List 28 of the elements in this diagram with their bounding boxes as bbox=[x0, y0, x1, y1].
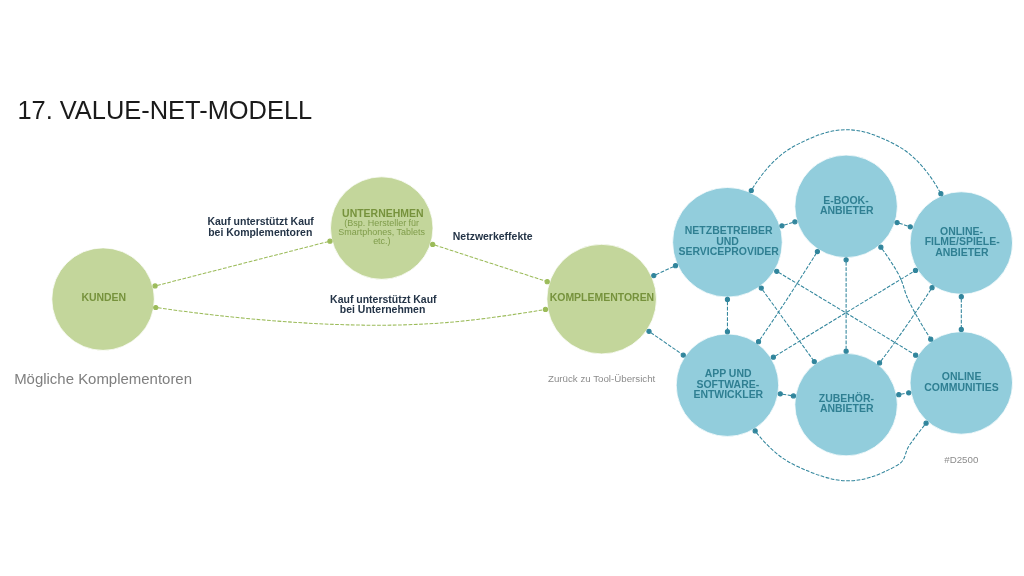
connector bbox=[646, 328, 686, 358]
connector bbox=[724, 296, 731, 334]
connector bbox=[152, 238, 333, 289]
connector bbox=[878, 244, 934, 342]
node-circle: ONLINE COMMUNITIES bbox=[909, 330, 1013, 435]
connector bbox=[876, 284, 935, 365]
edge-label: Kauf unterstützt Kauf bei Komplementoren bbox=[207, 215, 314, 238]
connector bbox=[779, 218, 798, 228]
edge-label: Kauf unterstützt Kauf bei Unternehmen bbox=[330, 293, 437, 315]
connector bbox=[755, 248, 820, 344]
diagram-title: 17. VALUE-NET-MODELL bbox=[17, 95, 313, 124]
connector bbox=[896, 389, 912, 397]
connector bbox=[651, 262, 679, 278]
connector bbox=[777, 390, 797, 399]
node-circle: KUNDEN bbox=[51, 247, 155, 351]
label: Mögliche Komplementoren bbox=[14, 369, 193, 387]
connector bbox=[894, 219, 913, 229]
connector bbox=[430, 241, 550, 284]
connector bbox=[758, 285, 817, 364]
connector bbox=[752, 420, 929, 481]
connector bbox=[843, 256, 849, 354]
edge-label: Netzwerkeffekte bbox=[452, 230, 533, 242]
node-circle: ZUBEHÖR- ANBIETER bbox=[794, 352, 898, 456]
connector bbox=[153, 304, 549, 326]
label: #D2500 bbox=[944, 453, 979, 465]
connector bbox=[748, 128, 944, 196]
connector bbox=[958, 293, 964, 332]
label: Zurück zu Tool-Übersicht bbox=[548, 372, 656, 384]
